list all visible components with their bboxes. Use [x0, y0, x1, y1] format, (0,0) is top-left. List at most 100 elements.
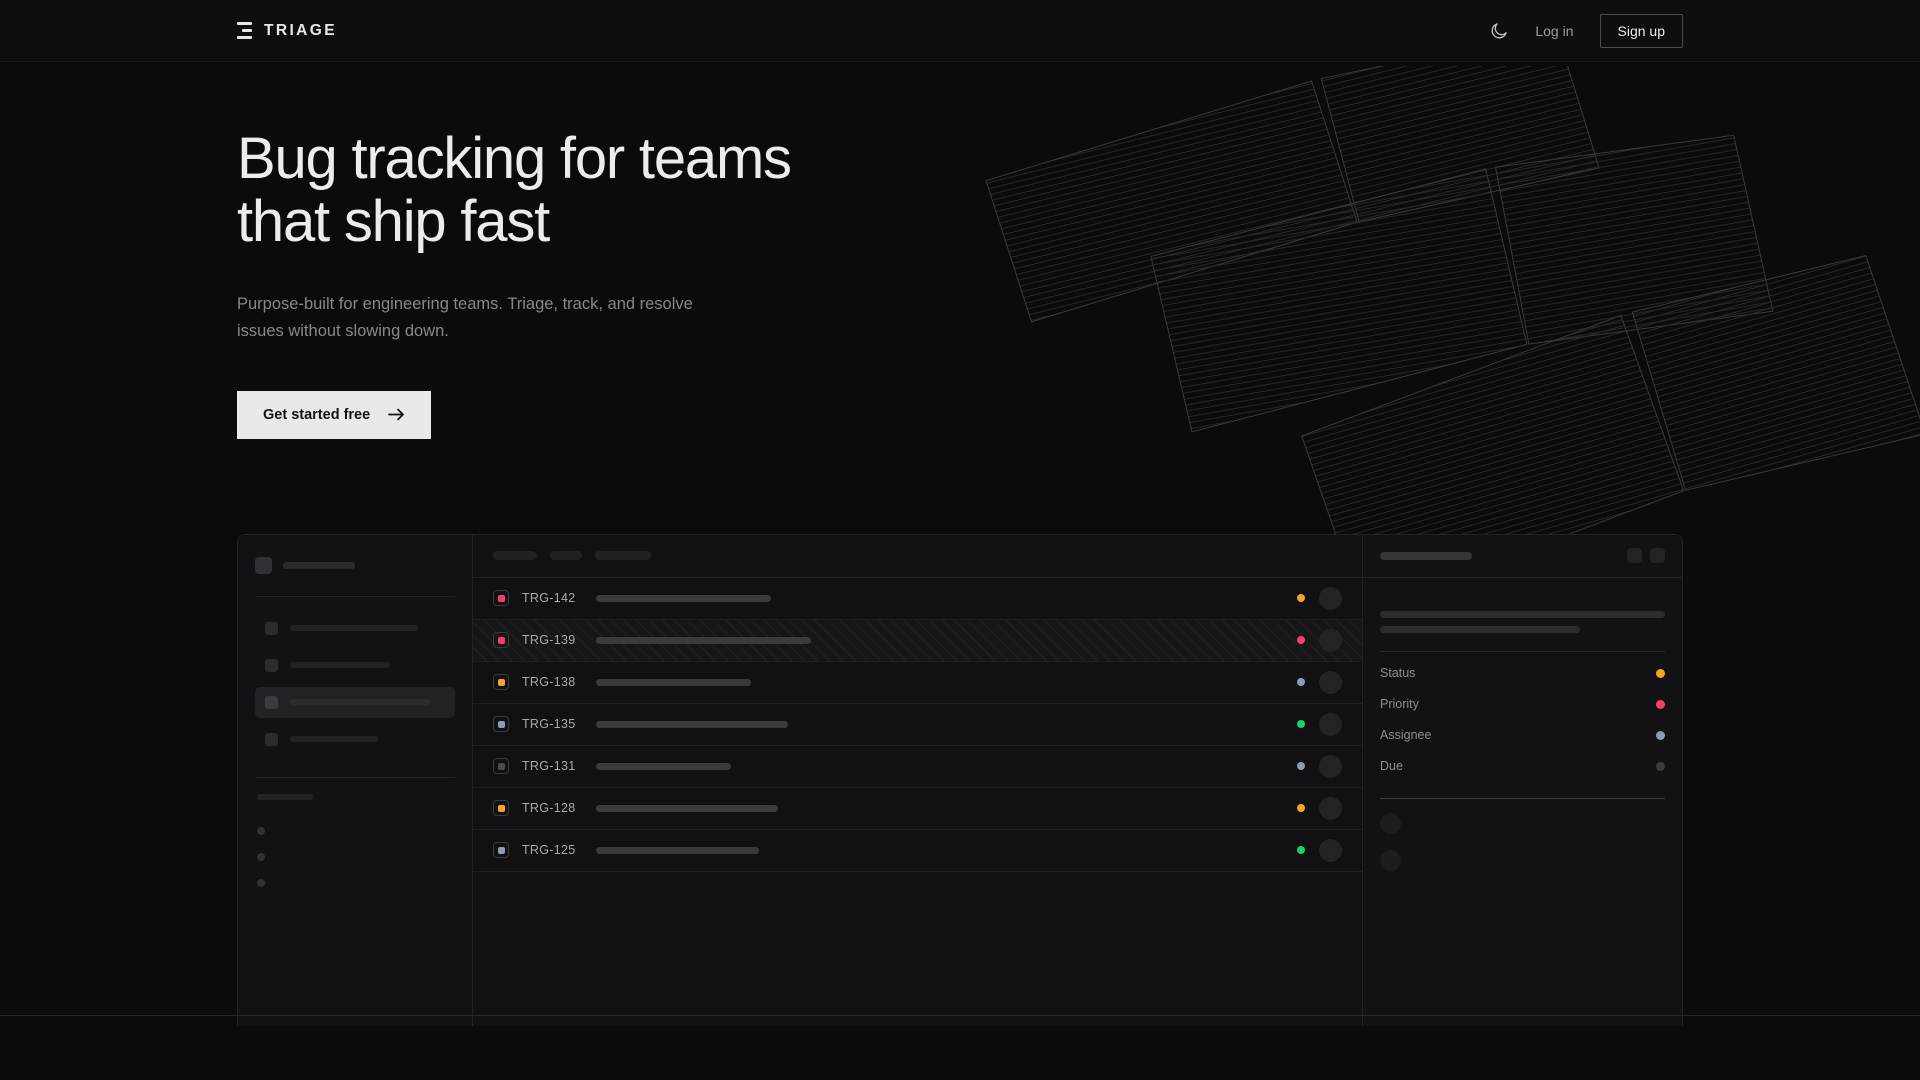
detail-panel-header: [1363, 535, 1682, 578]
sidebar-item-1[interactable]: [255, 650, 455, 681]
signup-button[interactable]: Sign up: [1599, 13, 1683, 48]
detail-footer-divider: [1380, 797, 1665, 799]
priority-badge[interactable]: [493, 758, 509, 775]
row-meta: [1297, 628, 1342, 652]
priority-dot: [497, 804, 505, 812]
sidebar-nav: [255, 613, 455, 755]
table-row[interactable]: TRG-125: [473, 830, 1362, 872]
comment-avatar-0[interactable]: [1380, 812, 1401, 834]
get-started-label: Get started free: [263, 406, 371, 423]
sidebar-divider-top: [255, 595, 455, 597]
sidebar-section-label: [257, 793, 313, 800]
status-badge: [1297, 804, 1305, 813]
get-started-button[interactable]: Get started free: [237, 390, 432, 439]
brand-logo[interactable]: TRIAGE: [237, 22, 337, 40]
detail-meta-value-dot: [1656, 761, 1665, 771]
priority-badge[interactable]: [493, 632, 509, 649]
detail-meta-label: Due: [1380, 759, 1403, 774]
table-row[interactable]: TRG-135: [473, 704, 1362, 746]
row-meta: [1297, 712, 1342, 736]
workspace-name-placeholder: [283, 561, 355, 569]
hero-title-line-1: Bug tracking for teams: [237, 126, 792, 191]
sidebar-item-icon: [265, 621, 278, 635]
detail-description-line-1: [1380, 625, 1580, 633]
filter-chip-2[interactable]: [595, 551, 651, 561]
sidebar-item-0[interactable]: [255, 613, 455, 644]
detail-meta-assignee[interactable]: Assignee: [1380, 720, 1665, 751]
sidebar-item-label-placeholder: [290, 699, 430, 706]
detail-meta-due[interactable]: Due: [1380, 751, 1665, 782]
detail-action-button-2[interactable]: [1650, 548, 1665, 564]
detail-description-line-0: [1380, 610, 1665, 618]
issue-title-placeholder: [596, 636, 811, 644]
sidebar-item-icon: [265, 695, 278, 709]
row-meta: [1297, 838, 1342, 862]
priority-dot: [497, 678, 505, 686]
avatar[interactable]: [1319, 670, 1342, 694]
hero-title-line-2: that ship fast: [237, 188, 550, 254]
sidebar-subitem-0[interactable]: [255, 818, 455, 844]
detail-meta-status[interactable]: Status: [1380, 658, 1665, 689]
status-badge: [1297, 678, 1305, 687]
avatar[interactable]: [1319, 796, 1342, 820]
detail-action-button-1[interactable]: [1627, 548, 1642, 564]
priority-badge[interactable]: [493, 716, 509, 733]
avatar[interactable]: [1319, 712, 1342, 736]
issue-id: TRG-138: [522, 675, 576, 690]
priority-badge[interactable]: [493, 800, 509, 817]
detail-meta-priority[interactable]: Priority: [1380, 689, 1665, 720]
detail-meta-label: Priority: [1380, 697, 1419, 712]
detail-meta-value-dot: [1656, 730, 1665, 740]
filter-chip-1[interactable]: [550, 551, 582, 561]
arrow-right-icon: [388, 408, 405, 421]
row-meta: [1297, 754, 1342, 778]
priority-badge[interactable]: [493, 674, 509, 691]
avatar[interactable]: [1319, 586, 1342, 610]
sidebar-item-3[interactable]: [255, 724, 455, 755]
table-row[interactable]: TRG-139: [473, 619, 1362, 662]
detail-divider: [1380, 650, 1665, 652]
issue-id: TRG-135: [522, 717, 576, 732]
avatar[interactable]: [1319, 628, 1342, 652]
table-row[interactable]: TRG-128: [473, 788, 1362, 830]
detail-header-actions: [1627, 548, 1665, 564]
priority-badge[interactable]: [493, 590, 509, 607]
table-row[interactable]: TRG-142: [473, 578, 1362, 620]
sidebar-item-2[interactable]: [255, 686, 455, 718]
detail-meta-label: Assignee: [1380, 728, 1432, 743]
priority-badge[interactable]: [493, 842, 509, 859]
avatar[interactable]: [1319, 754, 1342, 778]
issue-title-placeholder: [596, 762, 731, 770]
sidebar-item-label-placeholder: [290, 625, 418, 632]
stacked-bars-icon: [237, 22, 252, 39]
table-row[interactable]: TRG-131: [473, 746, 1362, 788]
row-meta: [1297, 796, 1342, 820]
hero-content: Bug tracking for teams that ship fast Pu…: [237, 126, 1683, 439]
detail-meta-value-dot: [1656, 668, 1665, 678]
priority-dot: [497, 636, 505, 644]
sidebar-item-icon: [265, 732, 278, 746]
login-link[interactable]: Log in: [1535, 22, 1574, 39]
issue-title-placeholder: [596, 804, 778, 812]
mockup-sidebar: [238, 534, 473, 1026]
row-meta: [1297, 670, 1342, 694]
row-meta: [1297, 586, 1342, 610]
sidebar-workspace[interactable]: [255, 556, 455, 574]
top-navbar: TRIAGE Log in Sign up: [0, 0, 1920, 62]
sidebar-divider-bottom: [255, 776, 455, 778]
issue-id: TRG-142: [522, 591, 576, 606]
sidebar-subitem-1[interactable]: [255, 844, 455, 870]
avatar[interactable]: [1319, 838, 1342, 862]
sidebar-subitem-dot: [257, 826, 265, 835]
priority-dot: [497, 846, 505, 854]
table-row[interactable]: TRG-138: [473, 662, 1362, 704]
filter-chip-0[interactable]: [493, 551, 537, 561]
moon-icon[interactable]: [1489, 21, 1509, 41]
priority-dot: [497, 720, 505, 728]
sidebar-subitem-2[interactable]: [255, 870, 455, 896]
comment-avatar-1[interactable]: [1380, 849, 1401, 871]
